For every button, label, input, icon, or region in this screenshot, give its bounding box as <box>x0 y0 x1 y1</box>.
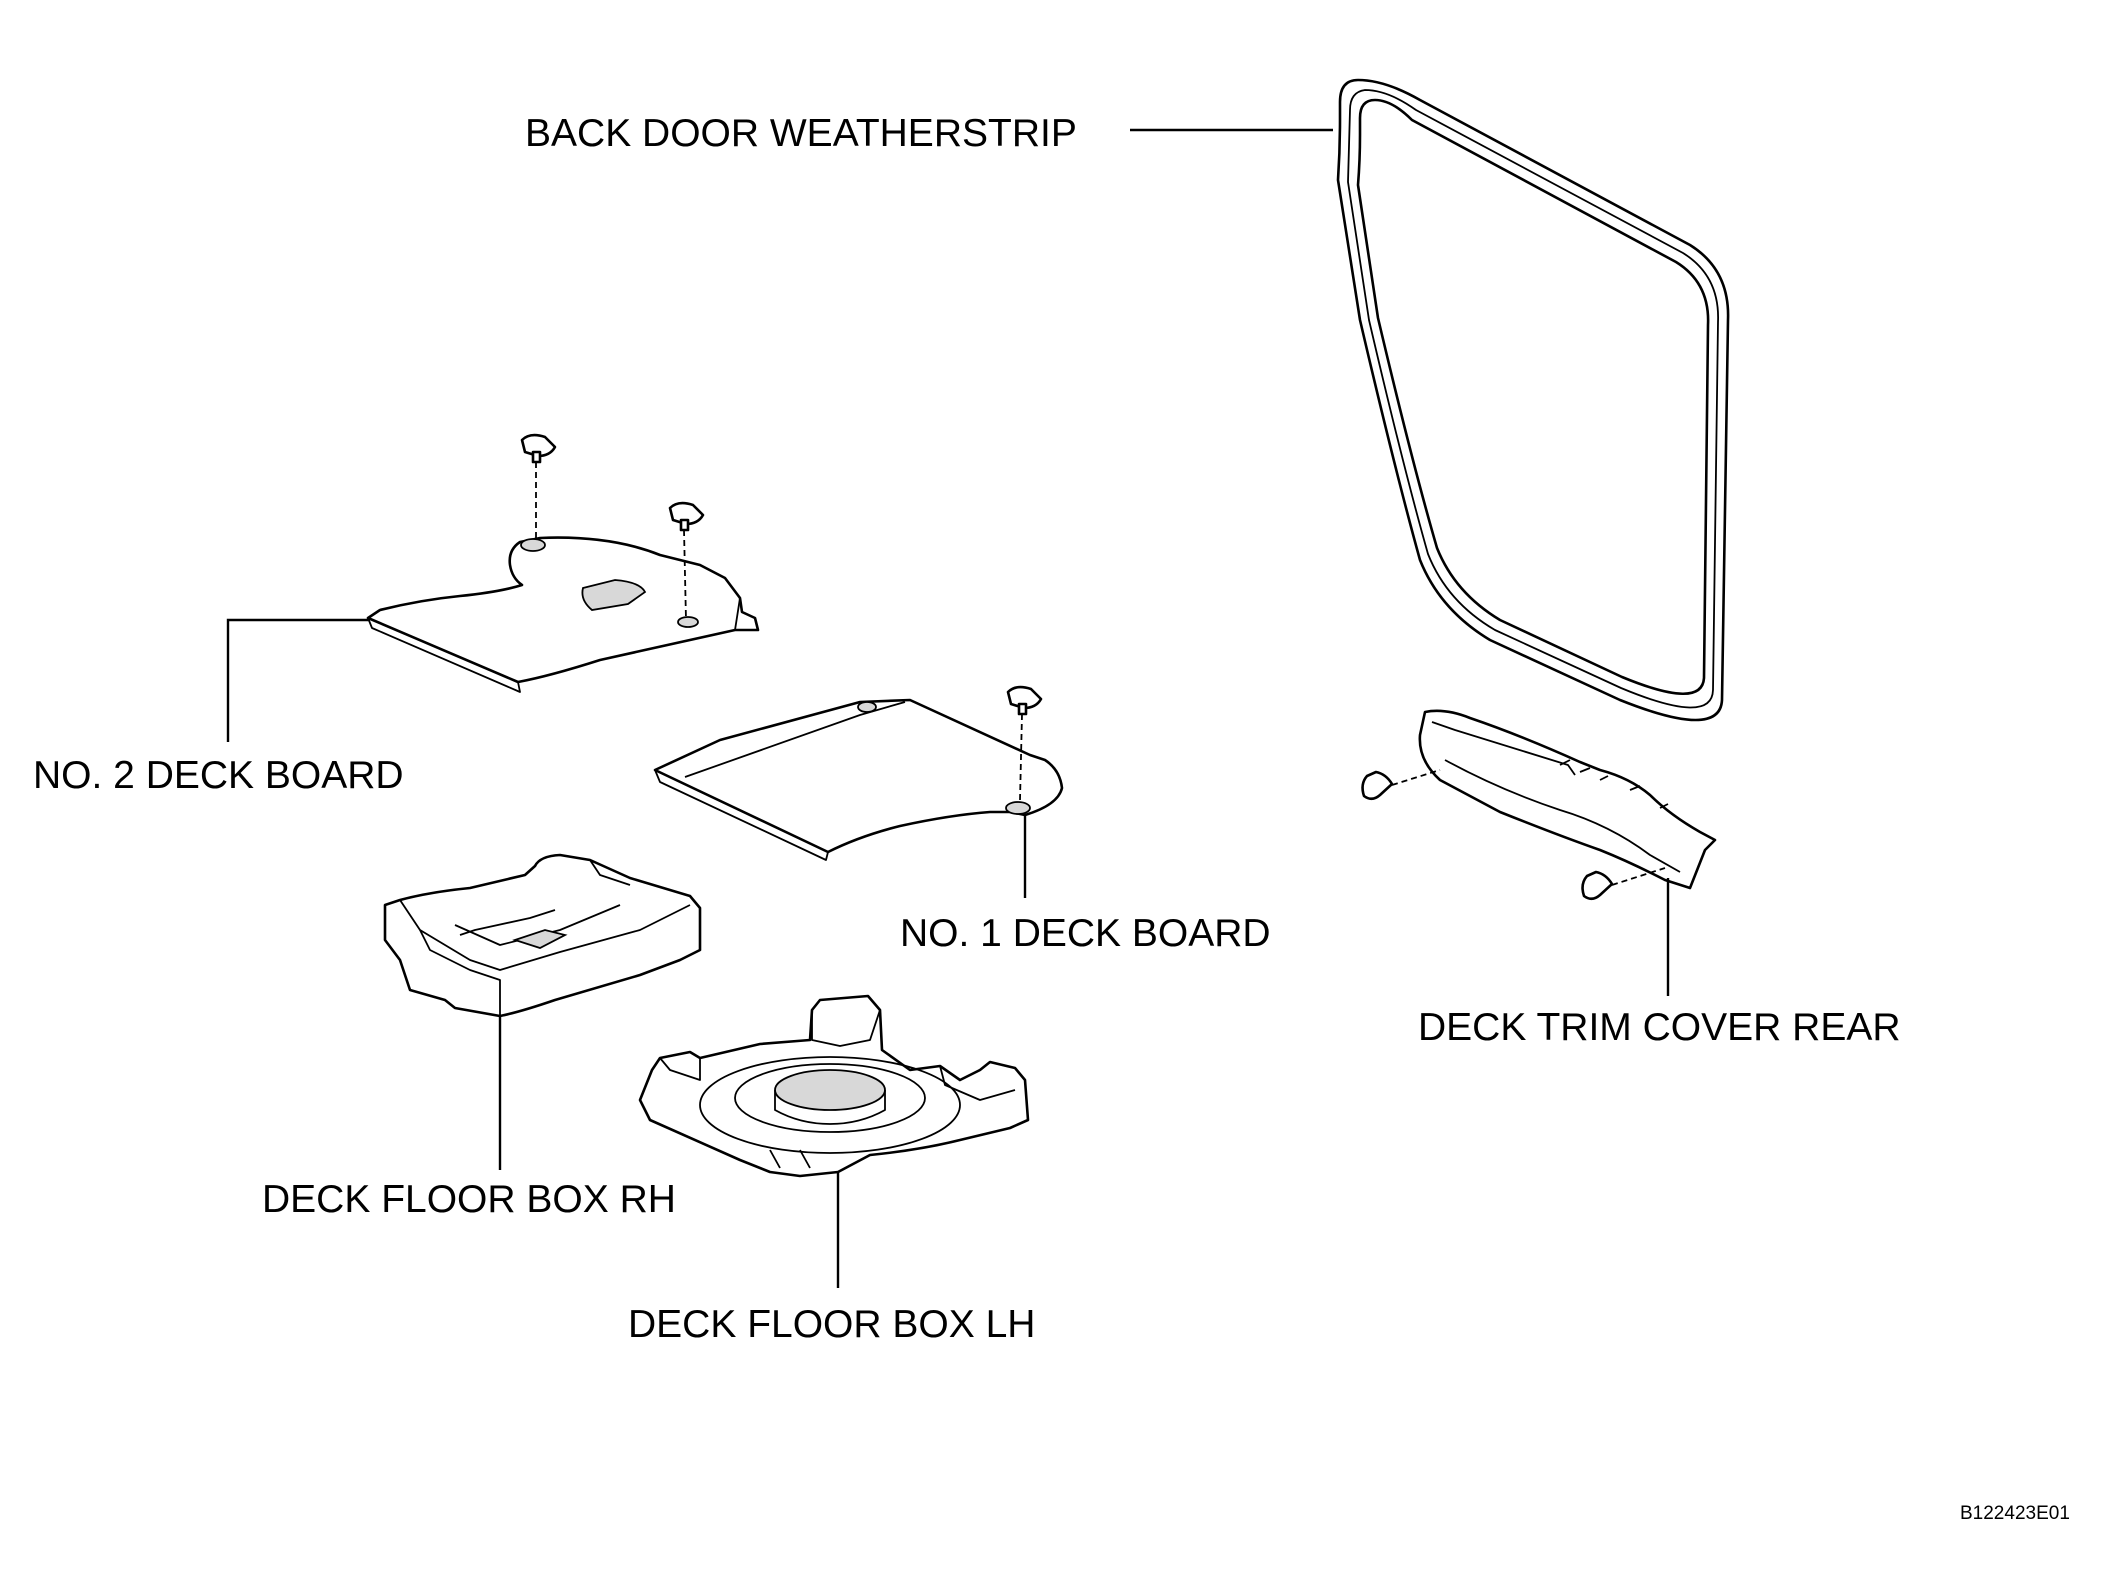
back-door-weatherstrip <box>1336 78 1730 722</box>
leader-no2-deck-board <box>226 618 370 742</box>
deck-floor-box-rh <box>383 853 702 1018</box>
label-deck-floor-box-rh: DECK FLOOR BOX RH <box>262 1178 676 1221</box>
label-deck-floor-box-lh: DECK FLOOR BOX LH <box>628 1303 1036 1346</box>
label-no1-deck-board: NO. 1 DECK BOARD <box>900 912 1271 955</box>
leader-lines <box>226 128 1670 1288</box>
label-back-door-weatherstrip: BACK DOOR WEATHERSTRIP <box>525 112 1077 155</box>
figure-code: B122423E01 <box>1960 1503 2070 1524</box>
no1-deck-board <box>653 685 1064 861</box>
deck-floor-box-lh <box>638 994 1030 1178</box>
deck-trim-cover-rear <box>1361 709 1717 901</box>
label-deck-trim-cover-rear: DECK TRIM COVER REAR <box>1418 1006 1901 1049</box>
label-no2-deck-board: NO. 2 DECK BOARD <box>33 754 404 797</box>
no2-deck-board <box>366 433 760 693</box>
